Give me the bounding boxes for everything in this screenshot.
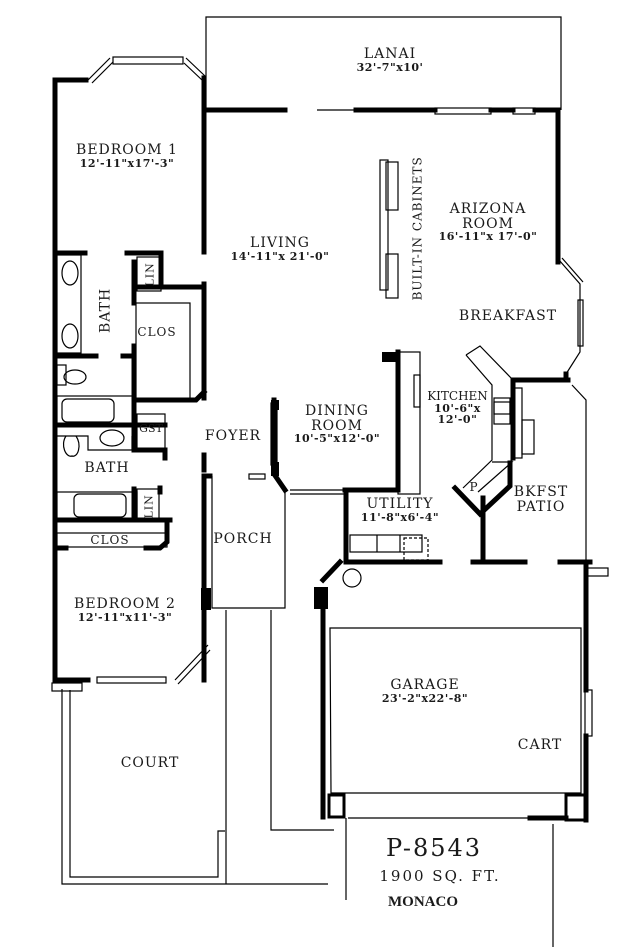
wall-solids — [201, 352, 396, 610]
room-dimensions: 32'-7"x10' — [356, 60, 424, 74]
plan-code: P-8543 — [386, 834, 483, 862]
room-name-2: ROOM — [462, 215, 514, 232]
room-bath-1: BATH — [97, 287, 114, 333]
plan-square-feet: 1900 SQ. FT. — [379, 867, 501, 886]
room-closet-2: CLOS — [90, 533, 130, 547]
room-arizona: ARIZONA ROOM 16'-11"x 17'-0" — [428, 202, 548, 243]
room-dining: DINING ROOM 10'-5"x12'-0" — [293, 403, 381, 446]
room-breakfast-patio: BKFST PATIO — [513, 484, 569, 515]
room-cart: CART — [517, 737, 563, 753]
plan-title-block: P-8543 1900 SQ. FT. MONACO — [360, 834, 520, 911]
room-dimensions: 14'-11"x 21'-0" — [230, 249, 330, 263]
room-lanai: LANAI 32'-7"x10' — [335, 47, 445, 73]
room-dimensions: 12'-11"x17'-3" — [79, 156, 175, 170]
room-linen-1: LIN — [143, 262, 157, 287]
plan-model-name: MONACO — [388, 893, 458, 910]
room-name: BREAKFAST — [458, 308, 558, 324]
room-dimensions: 16'-11"x 17'-0" — [438, 230, 538, 244]
room-name: BEDROOM 1 — [76, 142, 178, 158]
room-name: ARIZONA — [449, 201, 527, 217]
room-linen-2: LIN — [142, 494, 156, 519]
room-living: LIVING 14'-11"x 21'-0" — [210, 236, 350, 262]
room-closet-1: CLOS — [137, 325, 177, 339]
room-bedroom-2: BEDROOM 2 12'-11"x11'-3" — [74, 596, 176, 624]
room-utility: UTILITY 11'-8"x6'-4" — [360, 496, 440, 524]
room-bedroom-1: BEDROOM 1 12'-11"x17'-3" — [62, 143, 192, 169]
room-pantry: P — [469, 480, 479, 494]
room-name: LANAI — [363, 46, 417, 62]
label-built-in-cabinets: BUILT-IN CABINETS — [410, 156, 425, 301]
room-court: COURT — [120, 755, 180, 771]
walls — [52, 75, 593, 823]
room-kitchen: KITCHEN 10'-6"x 12'-0" — [427, 389, 488, 427]
room-guest-closet: GST — [139, 422, 163, 435]
room-bath-2: BATH — [84, 460, 130, 476]
room-porch: PORCH — [213, 531, 273, 547]
room-foyer: FOYER — [204, 428, 262, 444]
room-garage: GARAGE 23'-2"x22'-8" — [381, 677, 469, 705]
room-name: LIVING — [250, 235, 310, 251]
room-breakfast: BREAKFAST — [448, 309, 568, 324]
